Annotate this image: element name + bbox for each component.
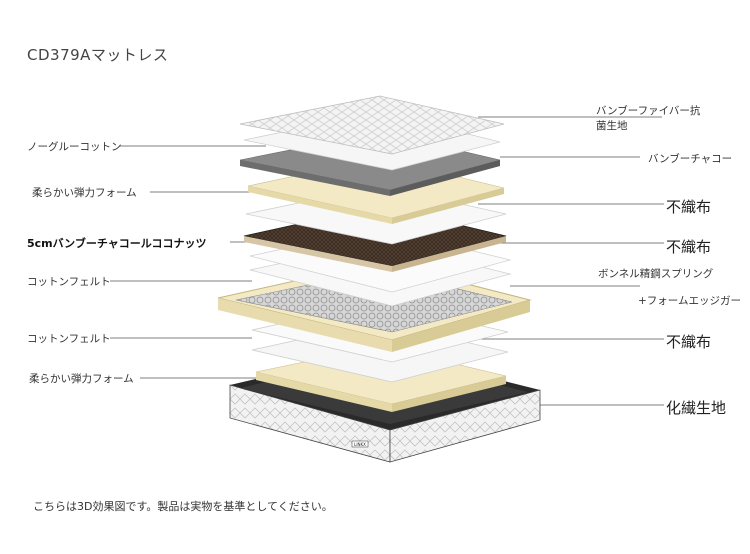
top-quilted-layer [239, 95, 505, 155]
label-synthetic-fabric: 化繊生地 [666, 399, 727, 417]
label-bamboo-fiber-1: バンブーファイバー抗 [596, 105, 701, 117]
right-leader-lines [478, 116, 664, 406]
label-nonwoven-1: 不織布 [666, 198, 712, 216]
label-cotton-felt-lower: コットンフェルト [27, 333, 111, 345]
label-cotton-felt-upper: コットンフェルト [27, 276, 111, 288]
brand-label: LINKX [354, 442, 366, 447]
label-bamboo-charcoal: バンブーチャコー [648, 153, 733, 165]
left-leader-lines [110, 145, 268, 379]
page-title: CD379Aマットレス [27, 46, 169, 64]
label-coconut: 5cmバンブーチャコールココナッツ [27, 237, 207, 250]
label-nonwoven-3: 不織布 [666, 333, 712, 351]
label-bonnell-spring: ボンネル精鋼スプリング [598, 268, 714, 280]
label-soft-foam-upper: 柔らかい弾力フォーム [32, 187, 137, 199]
label-bamboo-fiber-2: 菌生地 [596, 120, 628, 132]
label-soft-foam-lower: 柔らかい弾力フォーム [29, 373, 134, 385]
footer-note: こちらは3D効果図です。製品は実物を基準としてください。 [33, 500, 333, 513]
label-no-glue-cotton: ノーグルーコットン [27, 141, 122, 153]
label-nonwoven-2: 不織布 [666, 238, 712, 256]
label-foam-edge-guard: +フォームエッジガー [638, 295, 741, 307]
